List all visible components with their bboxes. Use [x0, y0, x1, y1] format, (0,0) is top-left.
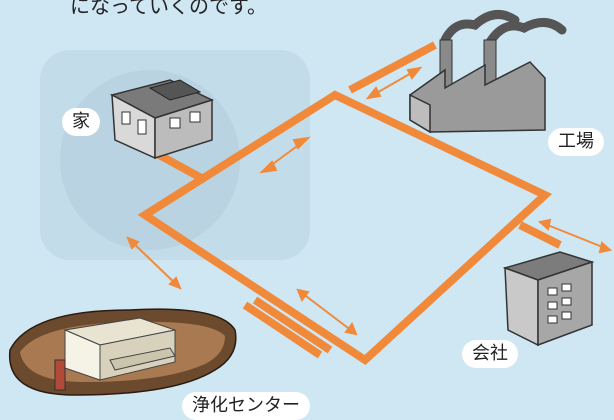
flow-arrow-company — [537, 218, 613, 254]
office-building-icon — [502, 251, 595, 347]
pipe-outlet — [54, 359, 66, 391]
label-house: 家 — [62, 108, 100, 136]
flow-arrow-left — [126, 236, 182, 290]
factory-branch-pipe — [348, 41, 437, 94]
center-branch-pipe-a — [242, 301, 323, 359]
label-treatment-center: 浄化センター — [182, 392, 310, 420]
treatment-center-icon — [8, 308, 237, 396]
smoke-icon — [440, 10, 520, 45]
factory-icon — [409, 10, 567, 134]
house-icon — [109, 79, 215, 160]
flow-arrow-factory — [365, 66, 423, 100]
center-branch-pipe-b — [252, 296, 333, 354]
label-factory: 工場 — [548, 128, 604, 156]
company-branch-pipe — [518, 221, 562, 249]
main-pipe-loop — [137, 90, 553, 366]
header-partial-text: になっていくのです。 — [70, 0, 267, 18]
label-company: 会社 — [462, 340, 518, 368]
flow-arrow-house — [259, 136, 311, 174]
flow-arrow-bottom — [296, 288, 358, 336]
